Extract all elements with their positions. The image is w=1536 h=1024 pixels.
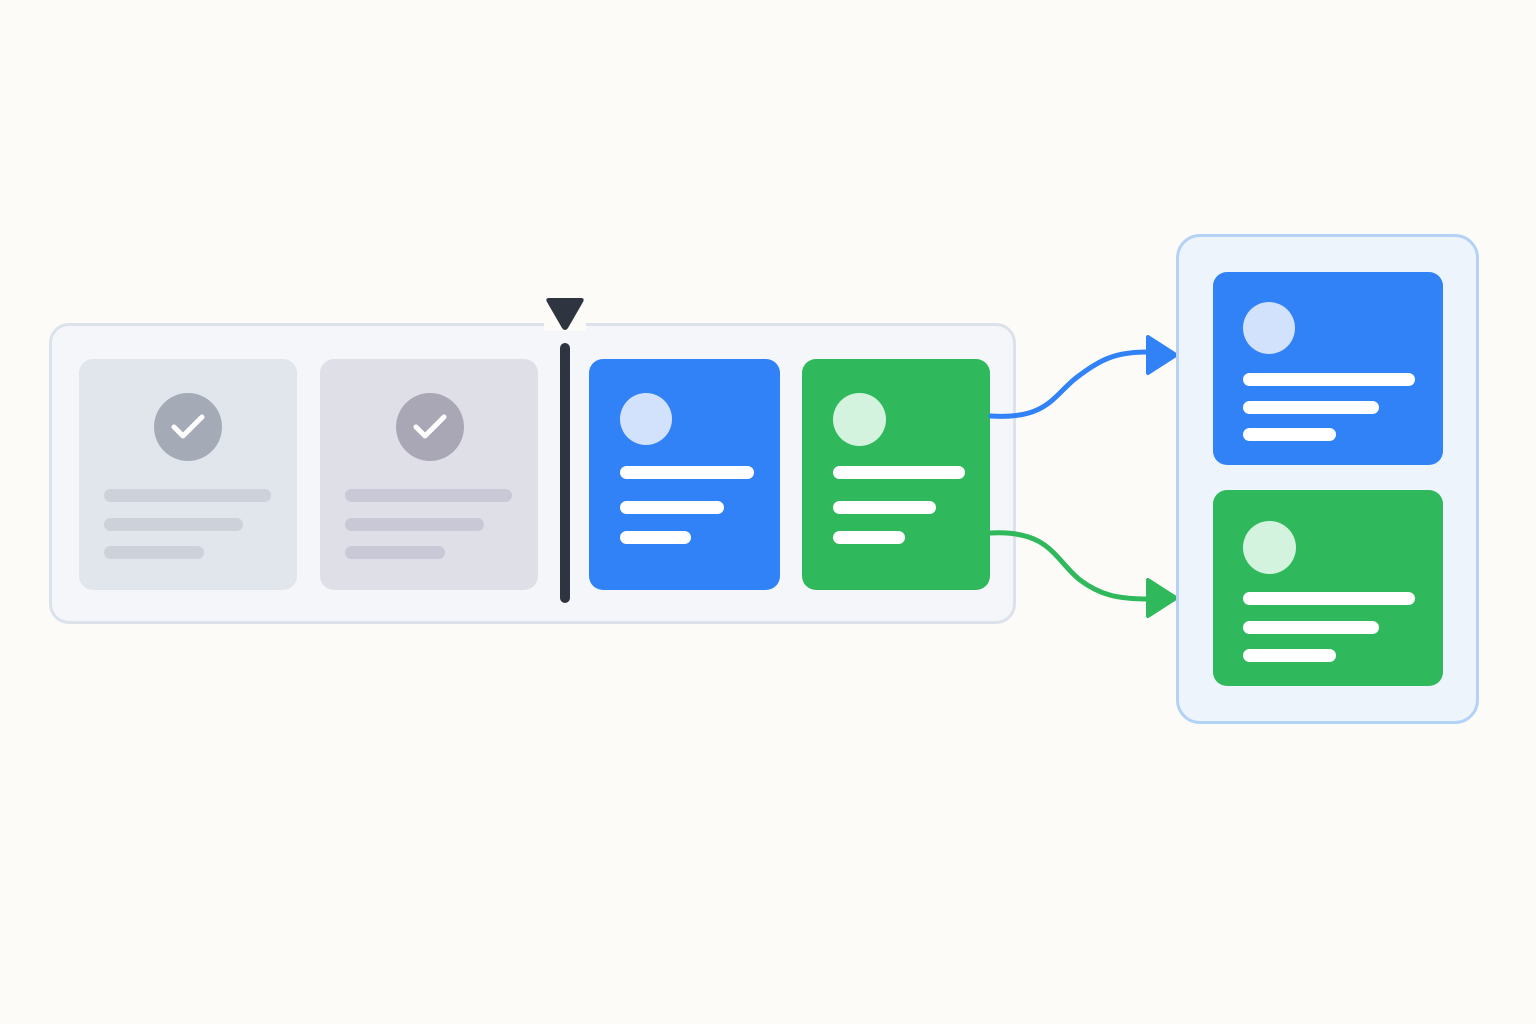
text-line-placeholder bbox=[620, 466, 754, 479]
text-line-placeholder bbox=[620, 531, 691, 544]
avatar-circle-icon bbox=[833, 393, 886, 446]
text-line-placeholder bbox=[345, 546, 445, 559]
blue-arrowhead-icon bbox=[1146, 335, 1178, 375]
text-line-placeholder bbox=[1243, 401, 1379, 414]
text-line-placeholder bbox=[833, 531, 905, 544]
text-line-placeholder bbox=[345, 489, 512, 502]
text-line-placeholder bbox=[1243, 592, 1415, 605]
text-line-placeholder bbox=[104, 518, 243, 531]
avatar-circle-icon bbox=[1243, 521, 1296, 574]
avatar-circle-icon bbox=[1243, 302, 1295, 354]
text-line-placeholder bbox=[620, 501, 724, 514]
text-line-placeholder bbox=[104, 546, 204, 559]
text-line-placeholder bbox=[1243, 649, 1336, 662]
text-line-placeholder bbox=[1243, 621, 1379, 634]
check-icon bbox=[154, 393, 222, 461]
text-line-placeholder bbox=[1243, 428, 1336, 441]
text-line-placeholder bbox=[1243, 373, 1415, 386]
green-arrowhead-icon bbox=[1146, 578, 1178, 618]
text-line-placeholder bbox=[104, 489, 271, 502]
check-icon bbox=[396, 393, 464, 461]
track-gap bbox=[544, 319, 586, 331]
text-line-placeholder bbox=[345, 518, 484, 531]
avatar-circle-icon bbox=[620, 393, 672, 445]
text-line-placeholder bbox=[833, 501, 936, 514]
playhead-line[interactable] bbox=[560, 343, 570, 603]
text-line-placeholder bbox=[833, 466, 965, 479]
